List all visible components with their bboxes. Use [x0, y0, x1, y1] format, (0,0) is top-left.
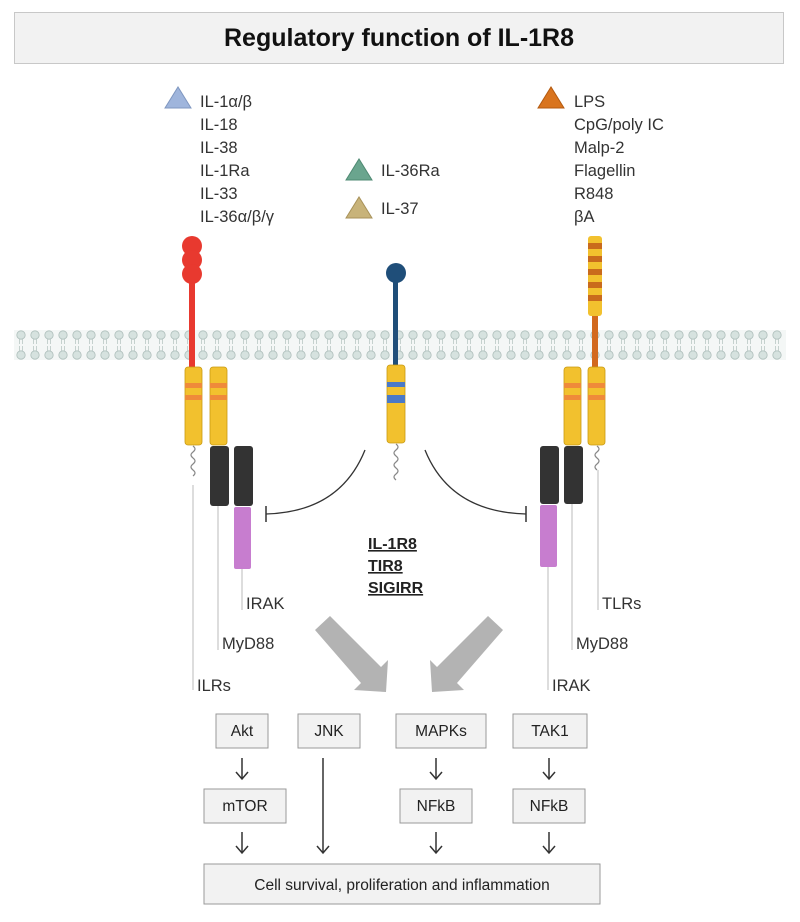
- pathway-arrows: [235, 758, 556, 855]
- right-tlrs-label: TLRs: [602, 595, 641, 613]
- jnk-box: [297, 713, 361, 749]
- ligand-center-1: IL-36Ra: [381, 162, 441, 180]
- nfkb-box-2: [512, 788, 586, 824]
- ligand-left-4: IL-1Ra: [200, 162, 250, 180]
- center-name-tir8: TIR8: [368, 558, 403, 575]
- gray-arrow-right: [430, 616, 503, 692]
- il1-receptor: [182, 236, 253, 569]
- il37-ligand-triangle: [345, 196, 373, 219]
- inhibition-arc-left: [265, 449, 366, 515]
- ligand-left-2: IL-18: [200, 116, 238, 134]
- tlr-receptor: [540, 236, 606, 567]
- mtor-label: mTOR: [222, 798, 267, 815]
- cell-membrane: [14, 330, 786, 360]
- outcome-label: Cell survival, proliferation and inflamm…: [254, 877, 550, 894]
- tak1-box: [512, 713, 588, 749]
- ligand-right-3: Malp-2: [574, 139, 624, 157]
- left-myd88-label: MyD88: [222, 635, 274, 653]
- ligand-left-5: IL-33: [200, 185, 238, 203]
- ligand-left-1: IL-1α/β: [200, 93, 252, 111]
- il1r8-receptor: [386, 263, 406, 481]
- ligand-left-3: IL-38: [200, 139, 238, 157]
- label-leader-lines: [192, 470, 599, 690]
- ligand-right-6: βA: [574, 208, 595, 226]
- jnk-label: JNK: [314, 723, 344, 740]
- ligand-right-2: CpG/poly IC: [574, 116, 664, 134]
- pathway-boxes: Akt JNK MAPKs TAK1 mTOR NFkB NFkB Cell s…: [203, 713, 601, 905]
- mtor-box: [203, 788, 287, 824]
- mapks-label: MAPKs: [415, 723, 467, 740]
- ligand-right-4: Flagellin: [574, 162, 635, 180]
- il1-ligand-triangle: [164, 86, 192, 109]
- ligand-right-1: LPS: [574, 93, 605, 111]
- inhibition-arc-right: [424, 449, 527, 515]
- nfkb-label-1: NFkB: [417, 798, 456, 815]
- right-irak-label: IRAK: [552, 677, 591, 695]
- ligand-center-2: IL-37: [381, 200, 419, 218]
- akt-label: Akt: [231, 723, 254, 740]
- nfkb-box-1: [399, 788, 473, 824]
- tak1-label: TAK1: [531, 723, 569, 740]
- ligand-left-6: IL-36α/β/γ: [200, 208, 275, 226]
- nfkb-label-2: NFkB: [530, 798, 569, 815]
- diagram-title: Regulatory function of IL-1R8: [14, 12, 784, 64]
- lps-ligand-triangle: [537, 86, 565, 109]
- il36ra-ligand-triangle: [345, 158, 373, 181]
- left-irak-label: IRAK: [246, 595, 285, 613]
- mapks-box: [395, 713, 487, 749]
- center-name-sigirr: SIGIRR: [368, 580, 424, 597]
- center-name-il1r8: IL-1R8: [368, 536, 417, 553]
- right-myd88-label: MyD88: [576, 635, 628, 653]
- outcome-box: [203, 863, 601, 905]
- left-ilrs-label: ILRs: [197, 677, 231, 695]
- ligand-right-5: R848: [574, 185, 613, 203]
- gray-arrow-left: [315, 616, 388, 692]
- akt-box: [215, 713, 269, 749]
